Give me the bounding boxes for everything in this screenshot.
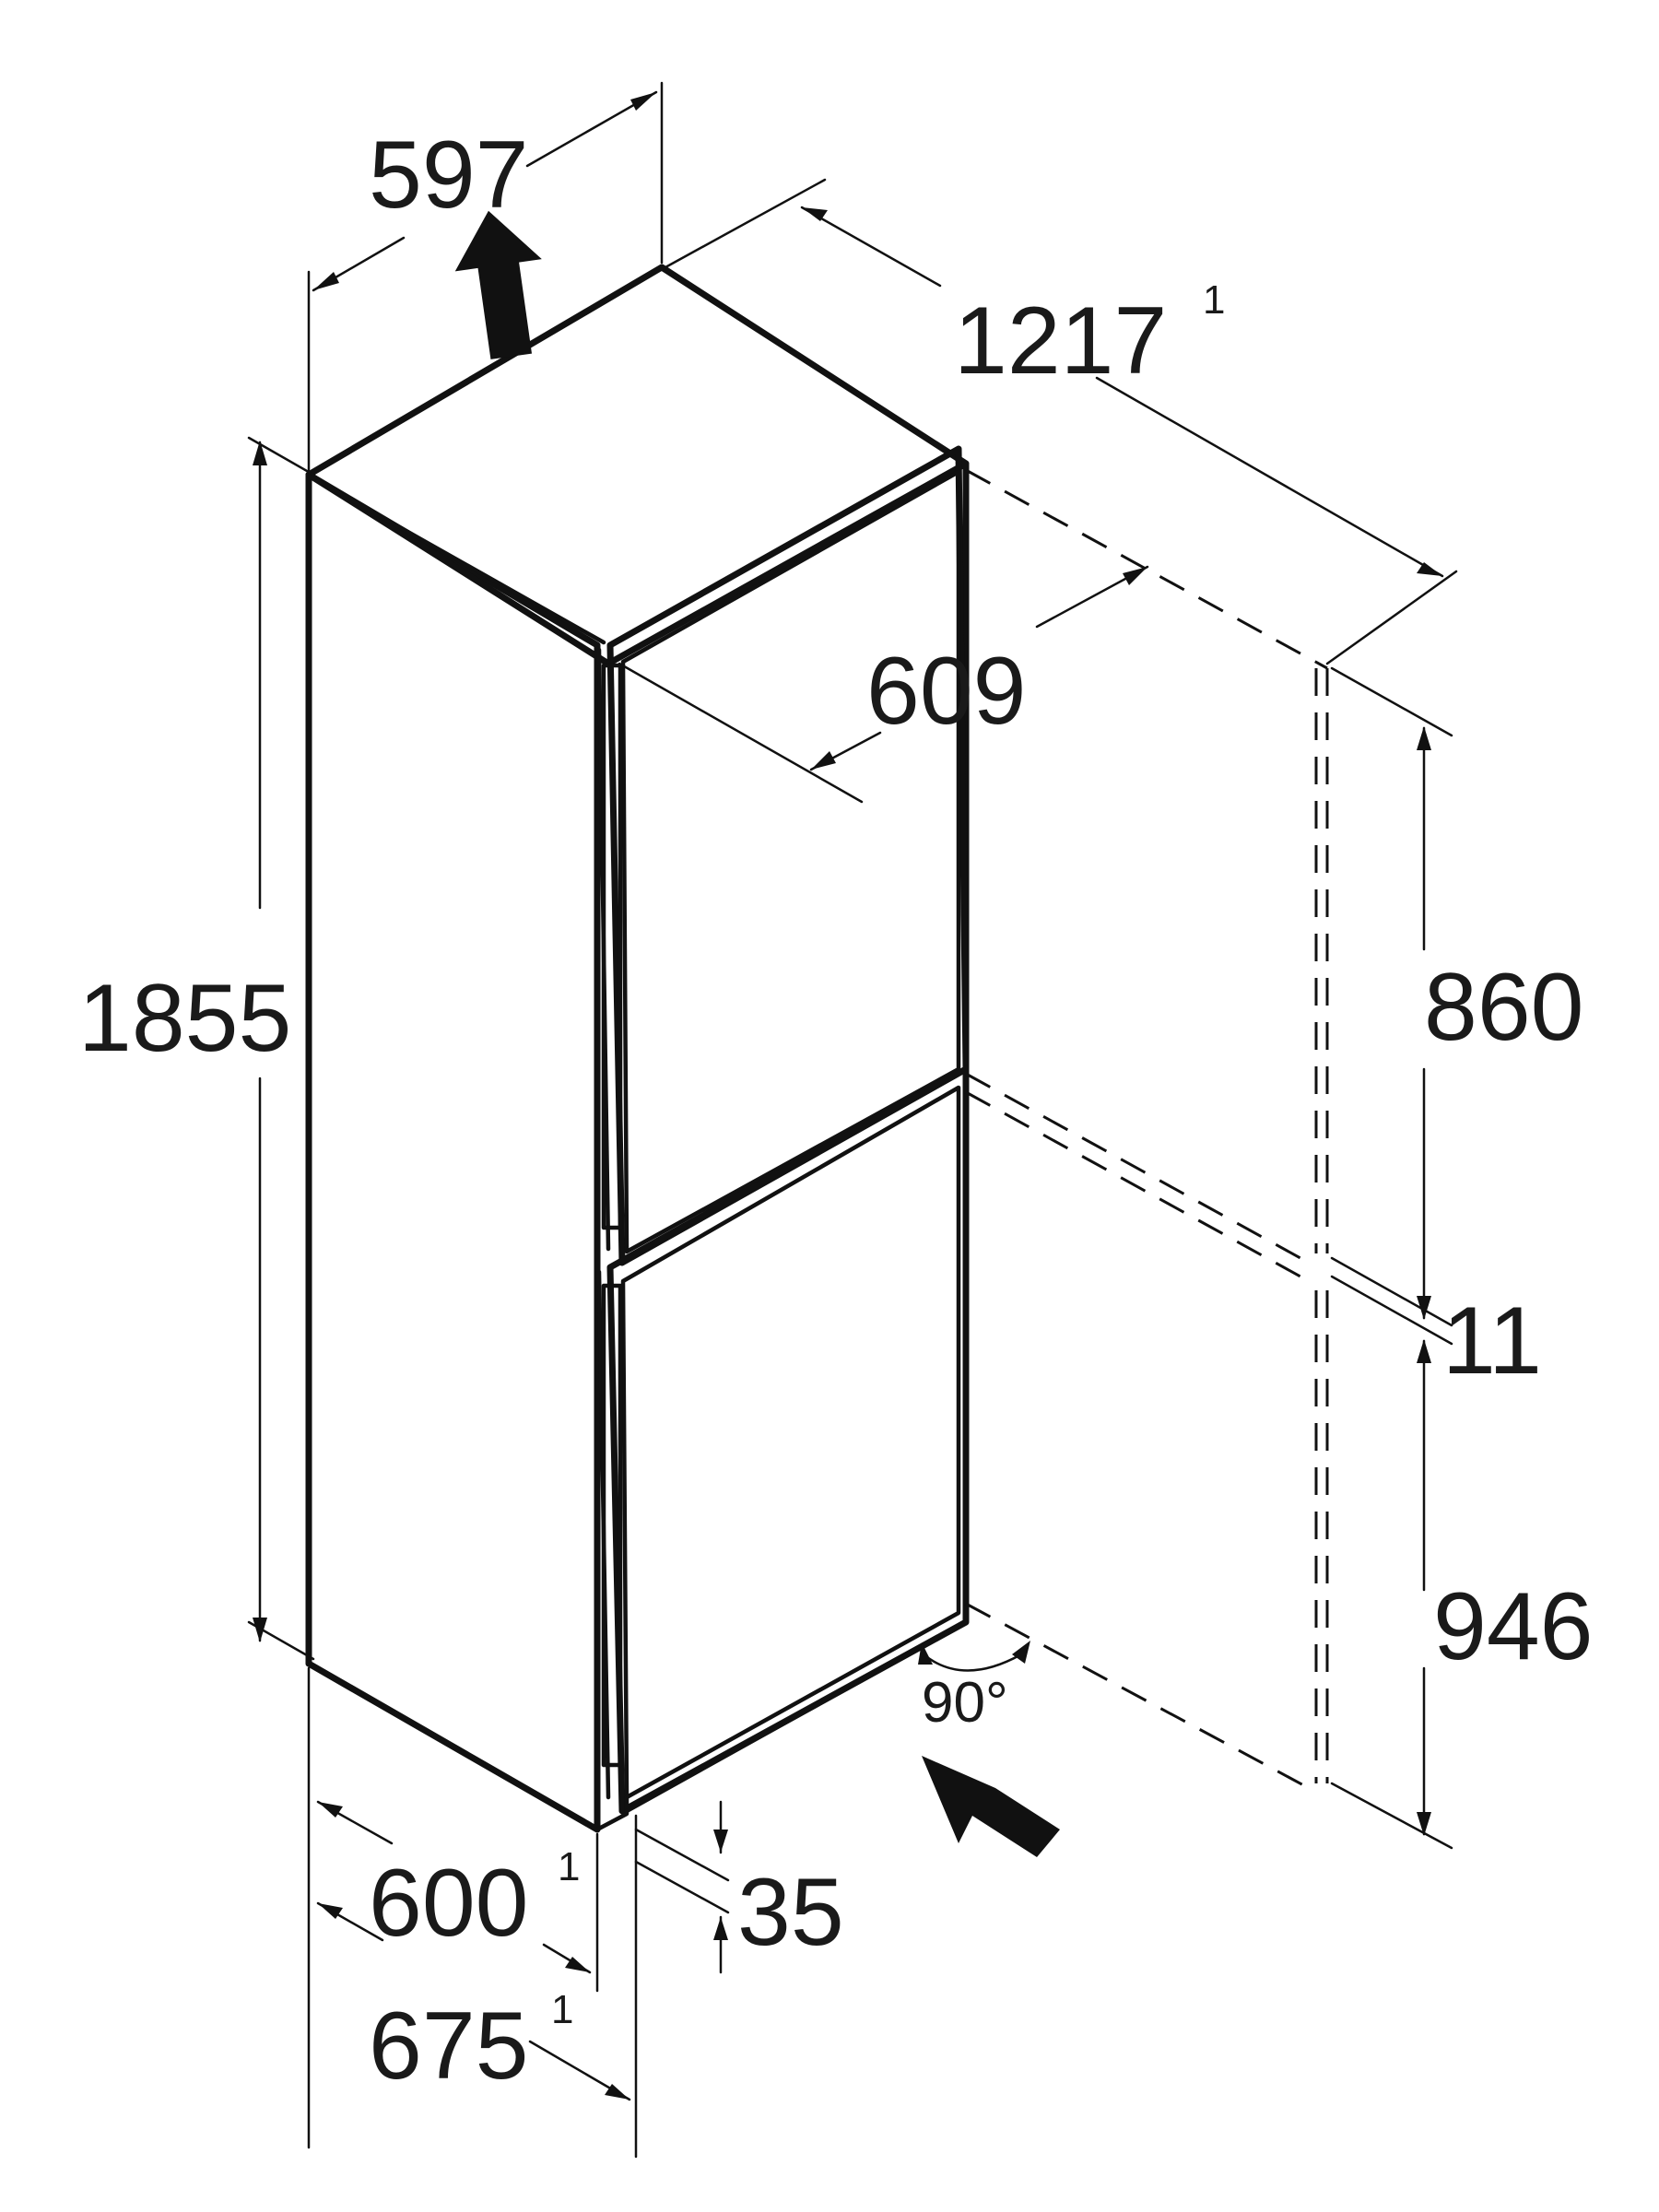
dim-line-1217 — [664, 178, 1458, 665]
open-door-outline — [965, 468, 1329, 1790]
open-door-mid-dash-1 — [965, 1072, 1310, 1265]
lower-door — [594, 1065, 970, 1832]
open-door-bottom-dash — [965, 1602, 1310, 1790]
top-front-edge — [315, 478, 606, 645]
dim-line-597 — [307, 81, 664, 472]
angle-90-arc — [918, 1641, 1030, 1672]
label-depth-body: 600 — [369, 1850, 529, 1957]
dim-line-35 — [634, 1800, 730, 1974]
fridge-side-panel — [305, 471, 601, 1833]
upper-door-handle[interactable] — [601, 663, 623, 1230]
dim-line-600-675 — [307, 1666, 638, 2159]
open-door-mid-dash-2 — [965, 1090, 1310, 1283]
label-plinth-height: 35 — [737, 1859, 844, 1966]
label-door-gap: 11 — [1442, 1288, 1542, 1394]
upper-door-face — [620, 469, 961, 1254]
dim-line-609 — [618, 565, 1149, 804]
label-upper-door-height: 860 — [1424, 954, 1584, 1061]
plinth-line — [624, 1619, 969, 1814]
insert-arrow-icon — [922, 1756, 1060, 1857]
label-door-angle: 90° — [922, 1671, 1008, 1735]
label-depth-body-note: 1 — [558, 1844, 580, 1889]
label-depth-total-note: 1 — [551, 1987, 573, 2032]
up-arrow-icon — [454, 210, 542, 359]
label-open-depth: 1217 — [954, 288, 1167, 394]
label-height: 1855 — [78, 965, 291, 1072]
plinth-step — [594, 1794, 629, 1832]
label-open-depth-note: 1 — [1203, 277, 1225, 323]
upper-door-outline — [606, 445, 970, 1266]
label-lower-door-height: 946 — [1433, 1573, 1594, 1680]
lower-door-handle[interactable] — [601, 1283, 623, 1768]
dim-line-1855 — [247, 436, 315, 1661]
lower-door-outline — [606, 1065, 970, 1815]
label-width: 597 — [369, 122, 529, 229]
fridge-top — [305, 264, 970, 667]
open-door-top-dash — [965, 468, 1328, 670]
dim-line-860-946 — [1330, 666, 1453, 1850]
label-depth-total: 675 — [369, 1993, 529, 2100]
label-door-width: 609 — [866, 638, 1027, 745]
lower-door-face — [620, 1085, 961, 1800]
upper-door — [596, 445, 970, 1266]
